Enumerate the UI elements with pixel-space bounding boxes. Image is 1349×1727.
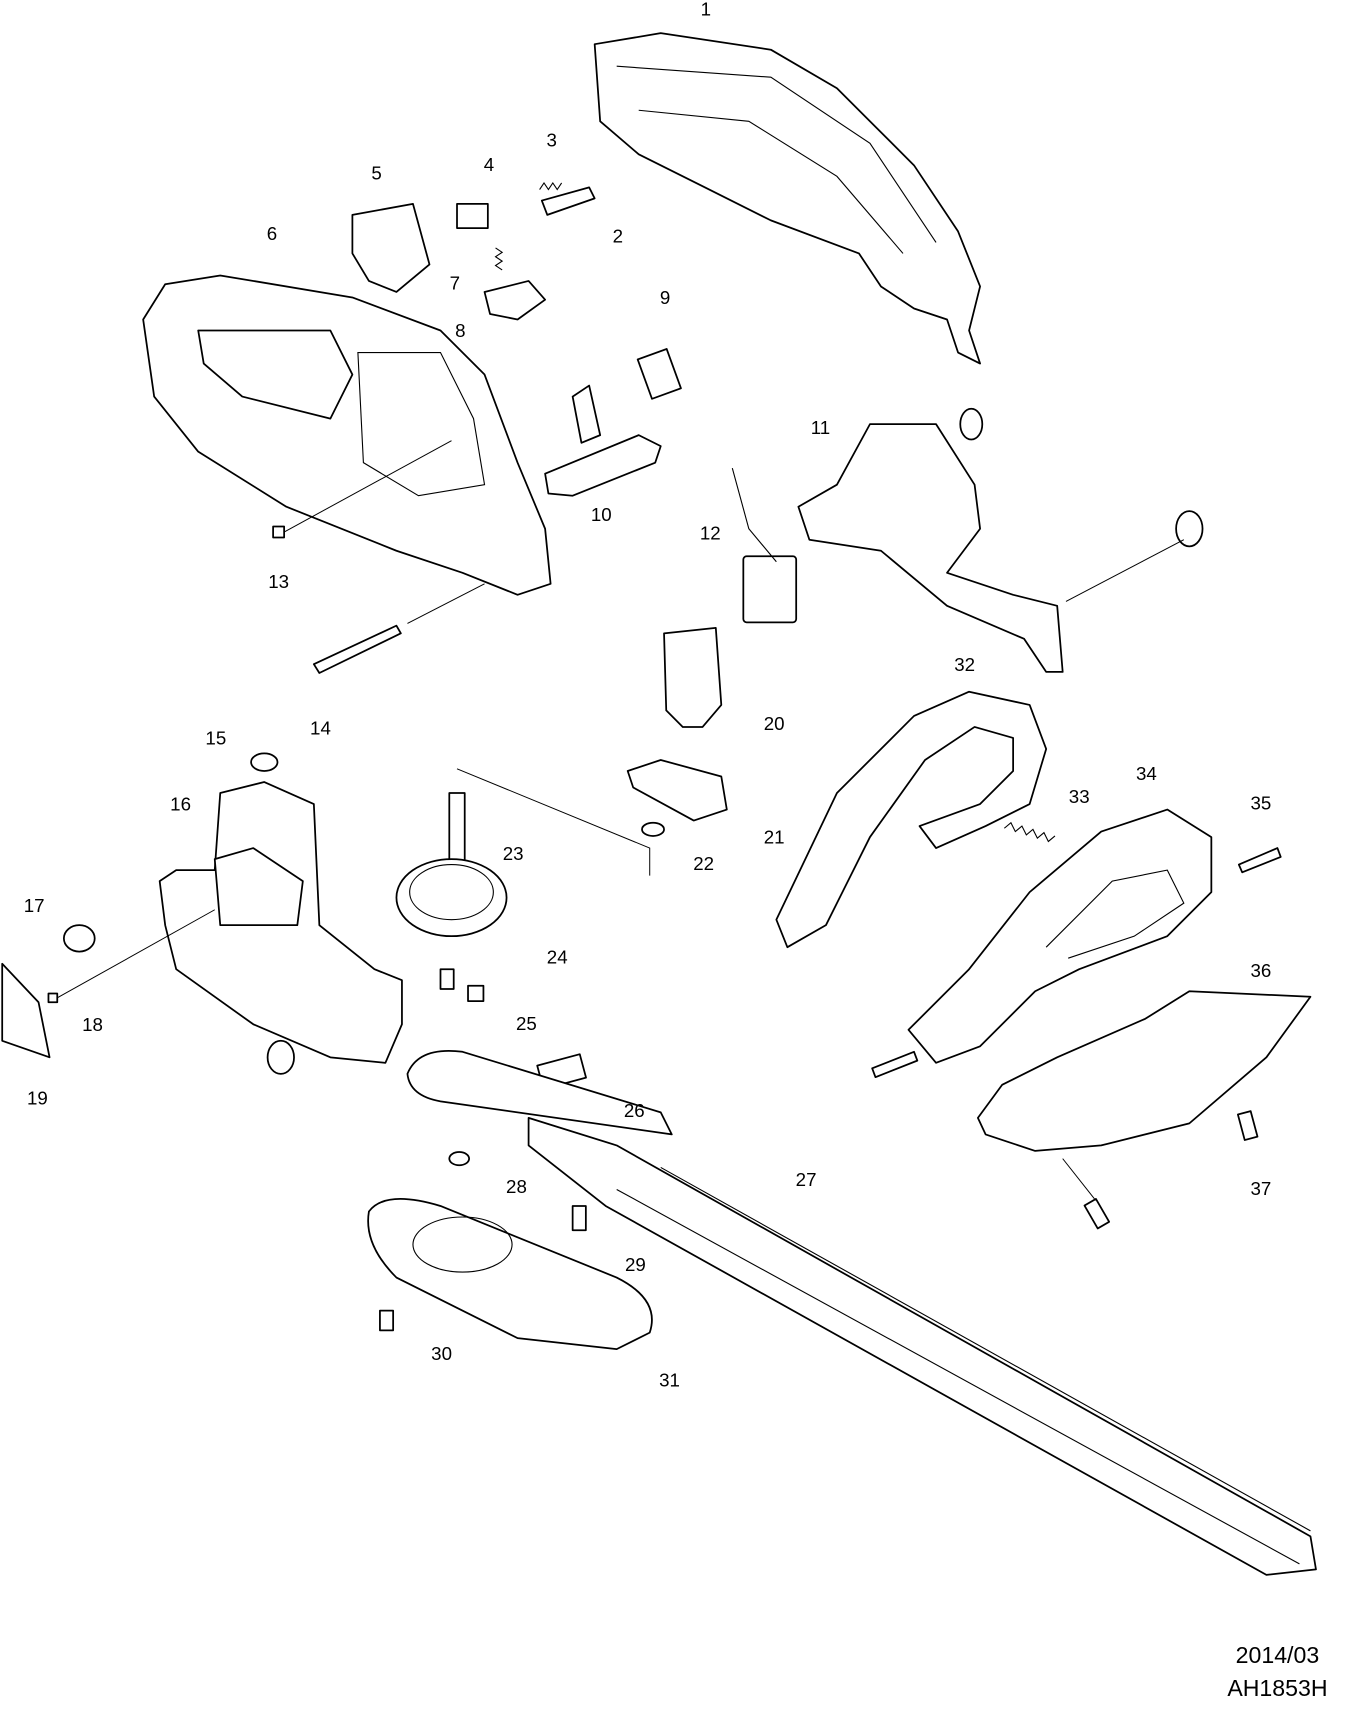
part-17-cushion bbox=[62, 924, 96, 953]
part-31-cover bbox=[367, 1198, 653, 1351]
part-32-handle bbox=[775, 690, 1048, 949]
part-9-switch bbox=[636, 348, 682, 400]
part-label-3: 3 bbox=[547, 130, 557, 151]
part-label-11: 11 bbox=[811, 417, 830, 438]
part-label-7: 7 bbox=[450, 273, 460, 294]
part-label-15: 15 bbox=[205, 728, 226, 749]
part-label-34: 34 bbox=[1136, 763, 1157, 784]
part-11-holder bbox=[797, 423, 1064, 673]
part-label-31: 31 bbox=[659, 1370, 680, 1391]
part-label-19: 19 bbox=[27, 1088, 48, 1109]
part-5-plate bbox=[351, 202, 431, 293]
part-label-2: 2 bbox=[613, 225, 623, 246]
part-20-motor bbox=[663, 626, 723, 728]
part-13-screw bbox=[272, 525, 285, 539]
part-1-housing bbox=[593, 32, 981, 365]
part-label-13: 13 bbox=[268, 571, 289, 592]
part-label-33: 33 bbox=[1069, 786, 1090, 807]
part-label-26: 26 bbox=[624, 1100, 645, 1121]
part-label-8: 8 bbox=[455, 320, 465, 341]
part-label-24: 24 bbox=[547, 947, 568, 968]
part-22-washer bbox=[641, 821, 665, 837]
part-label-29: 29 bbox=[625, 1254, 646, 1275]
part-label-17: 17 bbox=[24, 895, 45, 916]
diagram-date: 2014/03 bbox=[1236, 1642, 1320, 1668]
part-28-washer bbox=[448, 1151, 471, 1167]
part-label-10: 10 bbox=[591, 504, 612, 525]
part-label-27: 27 bbox=[796, 1169, 817, 1190]
part-37-screw bbox=[1237, 1110, 1259, 1141]
part-34-handle bbox=[907, 808, 1213, 1064]
part-label-30: 30 bbox=[431, 1343, 452, 1364]
part-label-1: 1 bbox=[701, 0, 711, 20]
part-18-screw bbox=[47, 992, 59, 1004]
part-label-32: 32 bbox=[954, 654, 975, 675]
part-14-screw bbox=[312, 624, 402, 674]
part-label-22: 22 bbox=[693, 853, 714, 874]
part-36-guard bbox=[977, 990, 1312, 1152]
part-21-bracket bbox=[626, 759, 728, 822]
part-label-36: 36 bbox=[1250, 960, 1271, 981]
part-12-capacitor bbox=[742, 555, 798, 624]
part-24-gear bbox=[395, 858, 508, 938]
part-4-switch bbox=[456, 202, 489, 229]
part-label-20: 20 bbox=[764, 713, 785, 734]
part-23-shaft bbox=[448, 792, 466, 863]
part-6-housing bbox=[142, 274, 552, 596]
part-label-28: 28 bbox=[506, 1176, 527, 1197]
part-3-spring bbox=[539, 181, 563, 191]
part-label-37: 37 bbox=[1250, 1178, 1271, 1199]
part-29-screw bbox=[571, 1205, 587, 1232]
part-label-23: 23 bbox=[503, 843, 524, 864]
part-8-lever bbox=[483, 280, 546, 321]
part-label-4: 4 bbox=[484, 154, 494, 175]
part-label-9: 9 bbox=[660, 287, 670, 308]
part-33-spring bbox=[1003, 821, 1056, 843]
diagram-model-code: AH1853H bbox=[1227, 1675, 1327, 1701]
part-27-blade bbox=[527, 1117, 1317, 1576]
part-label-6: 6 bbox=[267, 223, 277, 244]
part-30-screw bbox=[379, 1309, 395, 1332]
part-25-bearing bbox=[439, 968, 455, 990]
part-7-spring bbox=[494, 247, 504, 271]
part-2-pin bbox=[540, 186, 596, 216]
part-label-35: 35 bbox=[1250, 793, 1271, 814]
part-label-18: 18 bbox=[82, 1014, 103, 1035]
part-label-14: 14 bbox=[310, 718, 331, 739]
part-label-12: 12 bbox=[700, 523, 721, 544]
part-15-cushion bbox=[250, 752, 279, 772]
part-35-screw bbox=[1237, 847, 1282, 874]
part-10-lever bbox=[544, 384, 662, 497]
part-19-plate bbox=[1, 962, 51, 1059]
part-label-16: 16 bbox=[170, 794, 191, 815]
part-label-5: 5 bbox=[371, 163, 381, 184]
part-number-labels: 1234567891011121314151617181920212223242… bbox=[24, 0, 1272, 1391]
part-label-25: 25 bbox=[516, 1013, 537, 1034]
part-label-21: 21 bbox=[764, 827, 785, 848]
part-drawings bbox=[1, 32, 1317, 1576]
